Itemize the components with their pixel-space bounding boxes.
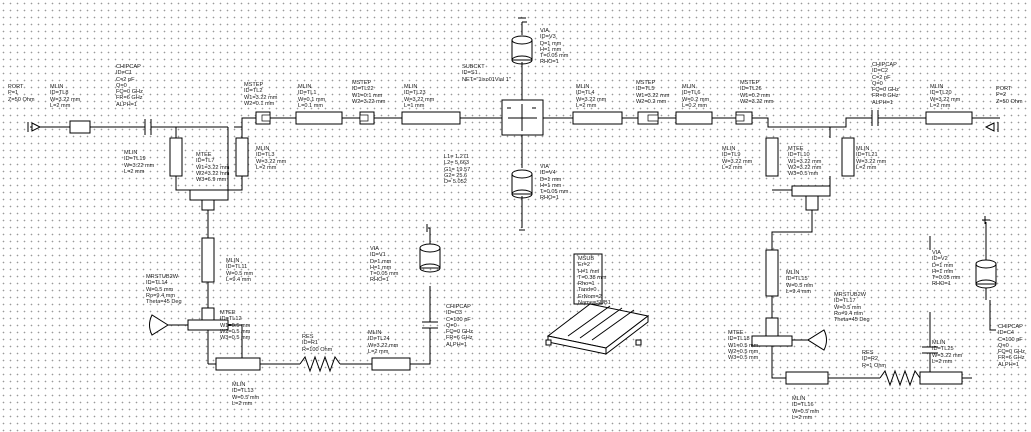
tl4-box: [572, 111, 623, 125]
tl15-box: [765, 249, 779, 297]
tl11-box: [201, 237, 215, 283]
tl6-box: [675, 111, 713, 125]
via-symbols: [419, 35, 997, 300]
r1-zigzag: [299, 355, 341, 373]
tl19-box: [169, 137, 183, 177]
tl9-box: [765, 137, 779, 177]
tl8-box: [69, 120, 91, 134]
tl17-radial-stub: [807, 329, 827, 351]
main-wires: [30, 17, 1000, 379]
msub-substrate: [545, 253, 650, 356]
r2-zigzag: [879, 369, 921, 387]
tl13-box: [215, 357, 261, 371]
port-2-symbol: [984, 122, 999, 132]
tl25-box: [919, 371, 963, 385]
tl20-box: [925, 111, 973, 125]
tl23-box: [401, 111, 461, 125]
tl16-box: [785, 371, 829, 385]
tee-symbols: [187, 185, 831, 347]
tl3-box: [235, 137, 249, 177]
capacitor-symbols: [138, 110, 938, 360]
tl1-box: [295, 111, 343, 125]
tl14-radial-stub: [149, 314, 169, 336]
subckt-block: [501, 95, 544, 140]
tl21-box: [841, 137, 855, 177]
tl24-box: [371, 357, 411, 371]
port-1-symbol: [27, 122, 42, 132]
step-symbols: [255, 111, 753, 125]
